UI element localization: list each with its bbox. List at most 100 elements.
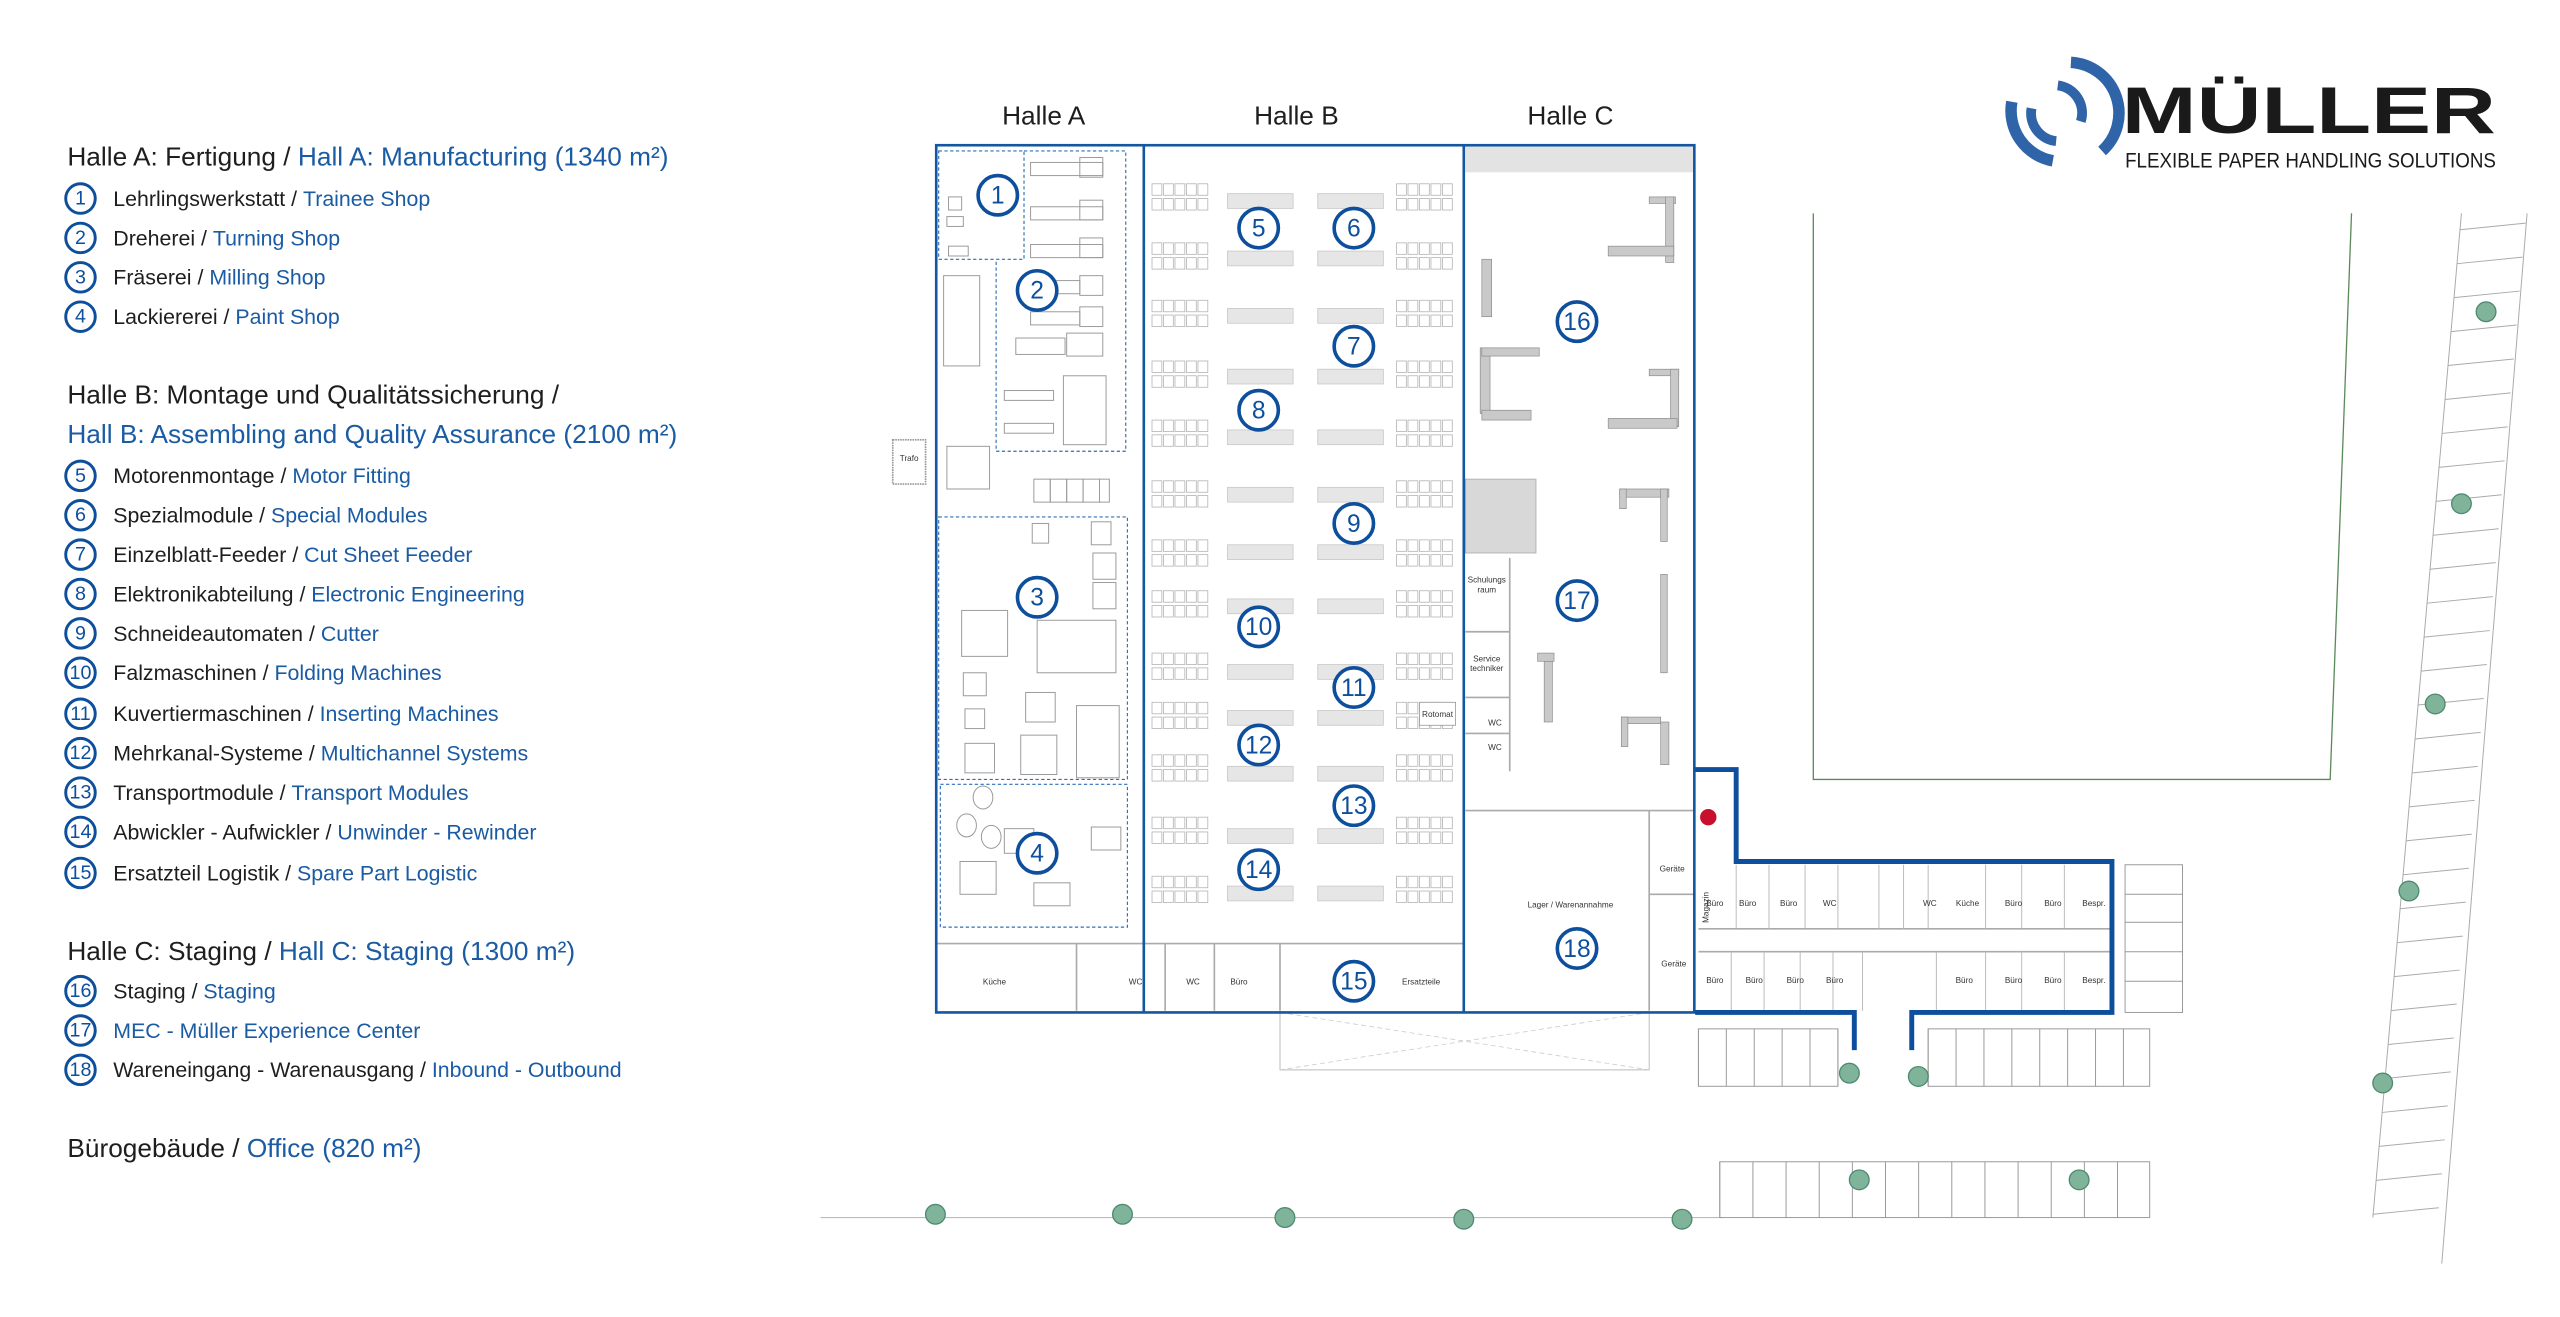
legend-number: 11 [70, 703, 90, 725]
legend-number-badge: 6 [64, 499, 97, 532]
workstation [1174, 314, 1186, 327]
assembly-bench [1317, 368, 1384, 385]
legend-section-title: Bürogebäude / Office (820 m²) [67, 1133, 421, 1163]
equipment [959, 860, 997, 895]
room-label: Büro [1706, 899, 1724, 908]
tree-icon [1453, 1208, 1475, 1230]
workstation [1396, 890, 1407, 903]
parking-space [2409, 799, 2475, 808]
staging-machine [1481, 347, 1540, 357]
workstation [1197, 183, 1209, 196]
workstation [1442, 652, 1453, 665]
workstation [1396, 701, 1407, 715]
legend-item: Lehrlingswerkstatt / Trainee Shop [113, 187, 430, 211]
workstation [1197, 375, 1209, 388]
workstation [1442, 419, 1453, 432]
workstation [1430, 242, 1442, 255]
workstation [1163, 434, 1174, 447]
legend-item-de: Falzmaschinen [113, 661, 256, 685]
zone-1 [938, 150, 1025, 260]
hall-b-workstations [1151, 183, 1453, 903]
legend-item-de: Einzelblatt-Feeder [113, 543, 286, 567]
area-marker-5: 5 [1237, 206, 1281, 250]
equipment [1033, 882, 1071, 907]
workstation [1419, 360, 1430, 373]
staging-machine [1660, 488, 1668, 542]
area-marker-number: 2 [1030, 278, 1044, 305]
workstation [1419, 495, 1430, 508]
hall-c-label: Halle C [1527, 101, 1613, 131]
workstation [1442, 257, 1453, 270]
workstation [1197, 590, 1209, 603]
trafo-box [891, 438, 927, 485]
workstation [1407, 360, 1419, 373]
staging-machine [1543, 656, 1553, 723]
workstation [1396, 257, 1407, 270]
workstation [1197, 875, 1209, 889]
section-title-en: Office (820 m²) [247, 1133, 422, 1163]
workstation [1419, 605, 1430, 618]
workstation [1396, 198, 1407, 211]
workstation [1442, 590, 1453, 603]
area-marker-14: 14 [1237, 848, 1281, 892]
workstation [1197, 890, 1209, 903]
trees [924, 301, 2497, 1230]
area-marker-number: 4 [1030, 841, 1044, 868]
parking-space [2421, 664, 2487, 672]
workstation [1197, 539, 1209, 552]
equipment [1092, 582, 1117, 610]
parking-space [2397, 935, 2463, 944]
equipment [946, 445, 991, 490]
workstation [1186, 198, 1197, 211]
hall-a-label: Halle A [1002, 101, 1086, 131]
legend-separator: / [275, 464, 293, 488]
legend-number-badge: 17 [64, 1014, 97, 1047]
workstation [1442, 554, 1453, 567]
area-marker-6: 6 [1332, 206, 1376, 250]
legend-item: MEC - Müller Experience Center [113, 1019, 420, 1043]
workstation [1174, 875, 1186, 889]
legend-number-badge: 5 [64, 459, 97, 493]
workstation [1197, 667, 1209, 680]
workstation [1442, 480, 1453, 493]
parking-bottom [1697, 864, 2183, 1219]
section-title-en: Hall C: Staging (1300 m²) [279, 936, 575, 966]
equipment [1015, 337, 1066, 355]
workstation [1396, 375, 1407, 388]
workstation [1442, 242, 1453, 255]
legend-item-de: Motorenmontage [113, 464, 274, 488]
workstation [1186, 419, 1197, 432]
equipment [1090, 826, 1122, 851]
workstation [1151, 769, 1163, 782]
assembly-bench [1227, 664, 1294, 680]
room-label: WC [1823, 899, 1837, 908]
hall-b-label: Halle B [1254, 101, 1339, 131]
legend-item: Einzelblatt-Feeder / Cut Sheet Feeder [113, 543, 472, 567]
legend-item-en: Inserting Machines [320, 702, 499, 726]
workstation [1442, 831, 1453, 844]
area-marker-number: 13 [1340, 793, 1367, 820]
legend-number-badge: 10 [64, 656, 97, 690]
legend-number: 12 [70, 742, 92, 764]
legend: Halle A: Fertigung / Hall A: Manufacturi… [64, 142, 677, 1163]
workstation [1407, 590, 1419, 603]
workstation [1442, 198, 1453, 211]
workstation [1396, 539, 1407, 552]
workstation [1442, 754, 1453, 767]
area-marker-13: 13 [1332, 784, 1376, 828]
workstation [1430, 299, 1442, 313]
legend-separator: / [218, 305, 236, 329]
tree-icon [1274, 1207, 1296, 1229]
workstation [1407, 554, 1419, 567]
workstation [1197, 554, 1209, 567]
workstation [1186, 652, 1197, 665]
workstation [1197, 816, 1209, 830]
area-marker-number: 16 [1563, 309, 1590, 336]
office-room-walls [1730, 864, 2065, 1011]
workstation [1197, 419, 1209, 432]
workstation [1430, 769, 1442, 782]
legend-item-de: Abwickler - Aufwickler [113, 820, 319, 844]
workstation [1174, 754, 1186, 767]
legend-item-en: Milling Shop [209, 266, 325, 290]
workstation [1407, 769, 1419, 782]
